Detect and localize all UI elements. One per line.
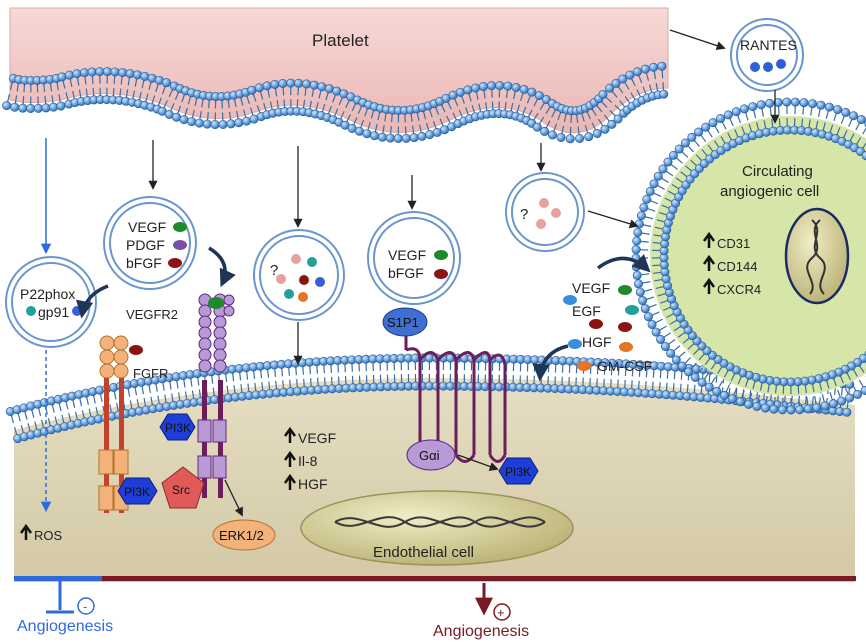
endothelial-nucleus (300, 490, 574, 566)
rantes-vesicle (730, 18, 804, 92)
upregulated-item-3: HGF (298, 476, 328, 492)
p22phox-label: P22phox (20, 286, 75, 302)
svg-text:Gαi: Gαi (419, 448, 440, 463)
vegfr2-label: VEGFR2 (126, 307, 178, 322)
circulating-cell-membrane (631, 97, 866, 415)
unknown-vesicle-center (253, 229, 345, 321)
vesicle-s1p1-item-1: VEGF (388, 247, 426, 263)
s1p1-vesicle (367, 211, 461, 305)
ros-up-arrow (19, 523, 33, 540)
curved-arrows (76, 246, 651, 382)
platelet-membrane (2, 61, 669, 144)
svg-text:PI3K: PI3K (124, 485, 150, 499)
svg-text:S1P1: S1P1 (387, 315, 419, 330)
secreted-item-4: GM-CSF (597, 358, 652, 374)
unknown-label-center: ? (270, 262, 278, 279)
circulating-cell-body (650, 116, 866, 396)
rantes-label: RANTES (740, 37, 797, 53)
svg-text:PI3K: PI3K (505, 465, 531, 479)
erk-node: ERK1/2 (212, 519, 276, 551)
pi3k-node-2: PI3K (117, 477, 158, 505)
upregulated-list (283, 426, 297, 490)
angiogenesis-negative: Angiogenesis (17, 618, 113, 635)
secreted-item-2: EGF (572, 303, 601, 319)
circulating-label-1: Circulating (742, 163, 813, 180)
angiogenesis-positive: Angiogenesis (433, 623, 529, 640)
platelet-arrows (148, 29, 780, 365)
svg-text:+: + (497, 605, 505, 620)
circulating-nucleus (784, 207, 850, 305)
platelet-label: Platelet (312, 31, 369, 50)
stimulation-symbol: + (475, 583, 511, 621)
vegfr2-receptor (197, 293, 235, 498)
marker-cd144: CD144 (702, 254, 757, 274)
marker-cd31: CD31 (702, 231, 750, 251)
unknown-vesicle-right (505, 172, 585, 252)
g-alpha-i: Gαi (406, 439, 456, 471)
secreted-item-1: VEGF (572, 280, 610, 296)
vesicle-left-item-2: PDGF (126, 237, 165, 253)
marker-cxcr4: CXCR4 (702, 277, 761, 297)
svg-text:PI3K: PI3K (165, 421, 191, 435)
src-node: Src (161, 466, 205, 509)
fgfr-receptor (98, 335, 143, 513)
vesicle-s1p1-item-2: bFGF (388, 265, 424, 281)
fgfr-label: FGFR (133, 366, 168, 381)
positive-bar (102, 576, 856, 581)
negative-bar (14, 576, 102, 581)
nadph-oxidase-vesicle (5, 256, 97, 348)
svg-text:ERK1/2: ERK1/2 (219, 528, 264, 543)
ros-label: ROS (34, 528, 63, 543)
vesicle-left-item-3: bFGF (126, 255, 162, 271)
circulating-label-2: angiogenic cell (720, 183, 819, 200)
svg-text:CD31: CD31 (717, 236, 750, 251)
svg-text:CXCR4: CXCR4 (717, 282, 761, 297)
pi3k-node-1: PI3K (159, 413, 196, 441)
vesicle-left-item-1: VEGF (128, 219, 166, 235)
galpha-to-pi3k-arrow (457, 454, 499, 471)
growth-factor-vesicle (103, 196, 197, 290)
gp91-label: gp91 (38, 304, 69, 320)
svg-text:Src: Src (172, 483, 190, 497)
s1p1-receptor: S1P1 (382, 307, 507, 463)
endothelial-label: Endothelial cell (373, 544, 474, 561)
pi3k-node-3: PI3K (498, 457, 539, 485)
secreted-factor-dots (563, 285, 639, 371)
secreted-item-3: HGF (582, 334, 612, 350)
upregulated-item-1: VEGF (298, 430, 336, 446)
svg-text:-: - (83, 599, 87, 614)
svg-text:CD144: CD144 (717, 259, 757, 274)
upregulated-item-2: Il-8 (298, 453, 318, 469)
vegfr2-to-erk-arrow (224, 479, 243, 517)
inhibition-symbol: - (46, 581, 95, 615)
unknown-label-right: ? (520, 206, 528, 223)
